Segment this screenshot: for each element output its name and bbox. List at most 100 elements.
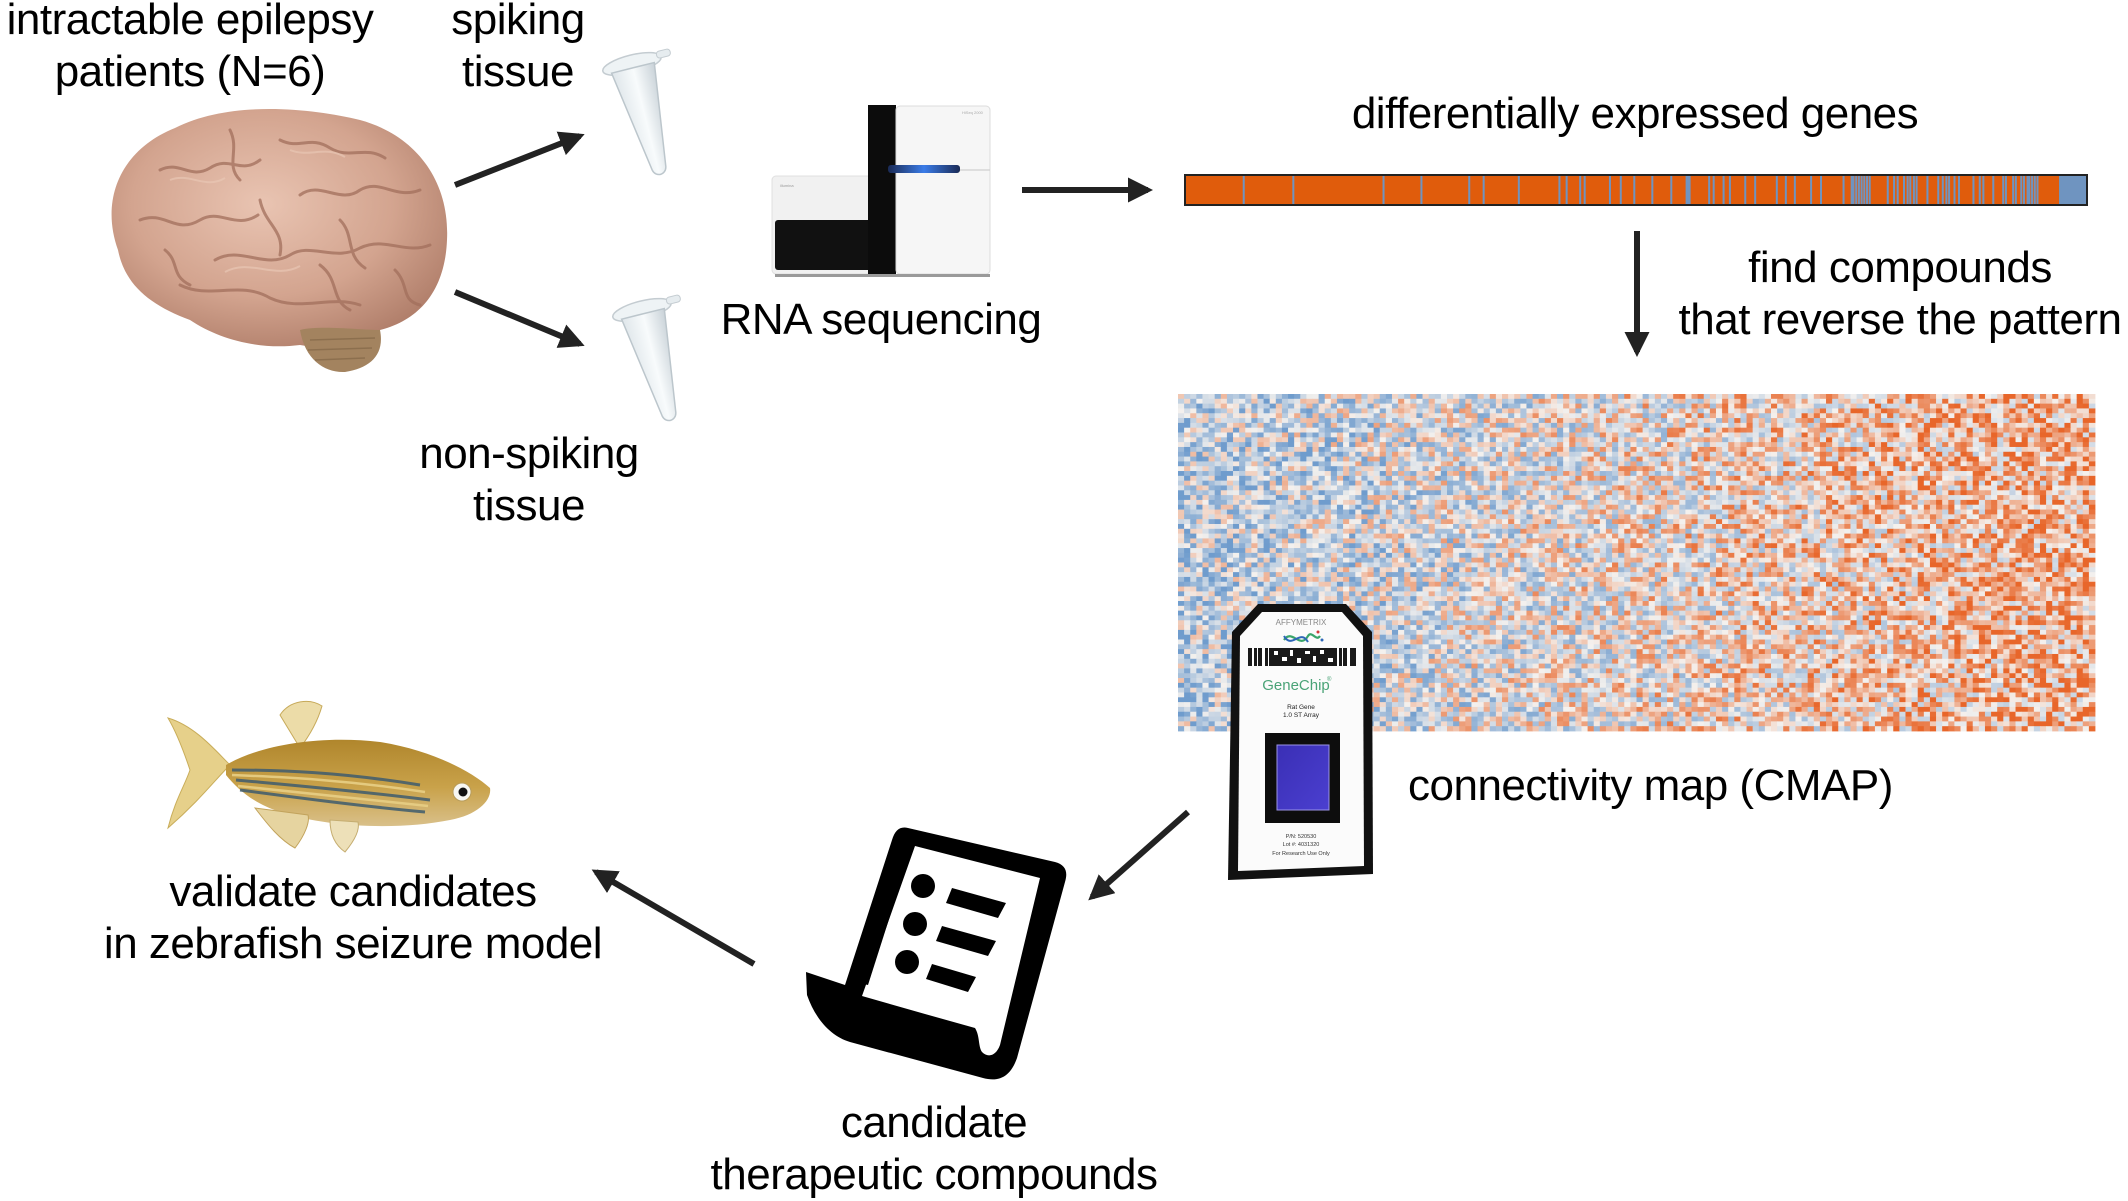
heatmap-cell xyxy=(1367,471,1375,477)
heatmap-cell xyxy=(2064,442,2071,448)
heatmap-cell xyxy=(1679,422,1686,429)
heatmap-cell xyxy=(1477,533,1485,539)
heatmap-cell xyxy=(1471,543,1478,549)
heatmap-cell xyxy=(1685,523,1692,530)
heatmap-cell xyxy=(1477,490,1485,496)
heatmap-cell xyxy=(1226,471,1234,477)
heatmap-cell xyxy=(1923,543,1931,549)
heatmap-cell xyxy=(1697,403,1705,409)
heatmap-cell xyxy=(1746,413,1754,419)
heatmap-cell xyxy=(1936,490,1943,496)
heatmap-cell xyxy=(1373,446,1381,453)
heatmap-cell xyxy=(1263,398,1271,405)
heatmap-cell xyxy=(1398,509,1405,515)
heatmap-cell xyxy=(1942,398,1949,405)
heatmap-cell xyxy=(1752,471,1760,477)
heatmap-cell xyxy=(1196,509,1203,515)
heatmap-cell xyxy=(1557,403,1564,409)
heatmap-cell xyxy=(1997,466,2004,472)
heatmap-cell xyxy=(2033,533,2041,539)
heatmap-cell xyxy=(1819,418,1827,424)
heatmap-cell xyxy=(1202,446,1209,453)
heatmap-cell xyxy=(1764,499,1772,506)
heatmap-cell xyxy=(1575,466,1582,472)
heatmap-cell xyxy=(1636,528,1644,535)
heatmap-cell xyxy=(1422,398,1430,405)
heatmap-cell xyxy=(1917,437,1925,443)
heatmap-cell xyxy=(1257,466,1264,472)
heatmap-cell xyxy=(1373,490,1381,496)
heatmap-cell xyxy=(1404,543,1411,549)
heatmap-cell xyxy=(1905,543,1912,549)
heatmap-cell xyxy=(1251,442,1258,448)
heatmap-cell xyxy=(1184,413,1191,419)
heatmap-cell xyxy=(1239,461,1246,467)
heatmap-cell xyxy=(1703,528,1711,535)
heatmap-cell xyxy=(2046,514,2053,520)
heatmap-cell xyxy=(1697,504,1705,510)
heatmap-cell xyxy=(1673,548,1680,554)
heatmap-cell xyxy=(1569,442,1576,448)
heatmap-cell xyxy=(1239,446,1246,453)
heatmap-cell xyxy=(1489,451,1497,457)
heatmap-cell xyxy=(1868,514,1876,520)
heatmap-cell xyxy=(1954,437,1961,443)
heatmap-cell xyxy=(2058,403,2065,409)
heatmap-cell xyxy=(1434,485,1442,491)
heatmap-cell xyxy=(2021,394,2029,400)
heatmap-cell xyxy=(1740,413,1747,419)
heatmap-cell xyxy=(2009,398,2016,405)
heatmap-cell xyxy=(1685,418,1692,424)
heatmap-cell xyxy=(1269,446,1277,453)
heatmap-cell xyxy=(1398,461,1405,467)
heatmap-cell xyxy=(1214,466,1222,472)
heatmap-cell xyxy=(2003,446,2010,453)
heatmap-cell xyxy=(1239,437,1246,443)
heatmap-cell xyxy=(1728,427,1735,433)
heatmap-cell xyxy=(1844,471,1851,477)
heatmap-cell xyxy=(2046,437,2053,443)
heatmap-cell xyxy=(1538,519,1546,525)
heatmap-cell xyxy=(1660,456,1668,462)
heatmap-cell xyxy=(1868,427,1876,433)
heatmap-cell xyxy=(1288,523,1295,530)
heatmap-cell xyxy=(1544,413,1552,419)
heatmap-cell xyxy=(1453,548,1460,554)
heatmap-cell xyxy=(1575,408,1582,414)
heatmap-cell xyxy=(1868,490,1876,496)
heatmap-cell xyxy=(1819,413,1827,419)
heatmap-cell xyxy=(1367,432,1375,438)
heatmap-cell xyxy=(1813,403,1821,409)
heatmap-cell xyxy=(1599,437,1607,443)
heatmap-cell xyxy=(2088,514,2096,520)
heatmap-cell xyxy=(1514,519,1521,525)
heatmap-cell xyxy=(1648,394,1656,400)
heatmap-cell xyxy=(1862,456,1870,462)
heatmap-cell xyxy=(1746,422,1754,429)
heatmap-cell xyxy=(1948,451,1955,457)
heatmap-cell xyxy=(1178,538,1185,544)
heatmap-cell xyxy=(1214,398,1222,405)
heatmap-cell xyxy=(1245,403,1252,409)
heatmap-cell xyxy=(1642,533,1650,539)
heatmap-cell xyxy=(1997,413,2004,419)
heatmap-cell xyxy=(1343,427,1350,433)
heatmap-cell xyxy=(1251,509,1258,515)
heatmap-cell xyxy=(1764,504,1772,510)
heatmap-cell xyxy=(1874,432,1882,438)
heatmap-cell xyxy=(1190,437,1197,443)
heatmap-cell xyxy=(1318,418,1326,424)
heatmap-cell xyxy=(1208,466,1216,472)
heatmap-cell xyxy=(1202,533,1209,539)
heatmap-cell xyxy=(1587,480,1595,486)
heatmap-cell xyxy=(1581,437,1588,443)
heatmap-cell xyxy=(1783,394,1790,400)
heatmap-cell xyxy=(1972,543,1980,549)
heatmap-cell xyxy=(1324,422,1332,429)
heatmap-cell xyxy=(1575,398,1582,405)
heatmap-cell xyxy=(1936,533,1943,539)
heatmap-cell xyxy=(1734,413,1741,419)
heatmap-cell xyxy=(1838,427,1845,433)
heatmap-cell xyxy=(1434,432,1442,438)
heatmap-cell xyxy=(1911,418,1919,424)
